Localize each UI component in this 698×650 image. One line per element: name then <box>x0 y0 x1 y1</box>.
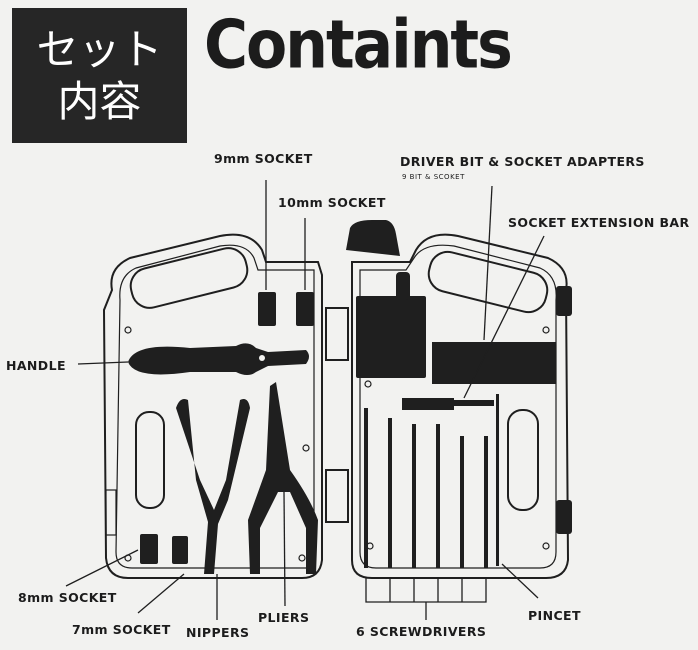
screwdrivers-shape <box>364 408 488 568</box>
driver-bit-adapters-shape <box>432 342 556 384</box>
label-nippers: NIPPERS <box>186 625 249 640</box>
case-left-half <box>102 233 323 579</box>
label-pliers: PLIERS <box>258 610 309 625</box>
socket-9mm-shape <box>258 292 276 326</box>
socket-7mm-shape <box>172 536 188 564</box>
label-pincet: PINCET <box>528 608 581 623</box>
socket-10mm-shape <box>296 292 314 326</box>
pliers-shape <box>248 382 318 574</box>
label-screwdrivers: 6 SCREWDRIVERS <box>356 624 486 639</box>
socket-extension-bar-shape <box>402 398 494 410</box>
badge-line-1: セット <box>36 24 163 74</box>
label-10mm-socket: 10mm SOCKET <box>278 195 386 210</box>
badge-line-2: 内容 <box>57 76 142 126</box>
socket-8mm-shape <box>140 534 158 564</box>
label-handle: HANDLE <box>6 358 66 373</box>
bit-holder-shape <box>356 272 426 378</box>
case-hinges <box>325 307 349 523</box>
driver-handle-shape <box>346 220 400 256</box>
label-driver-bit-sub: 9 BIT & SCOKET <box>402 173 465 181</box>
label-8mm-socket: 8mm SOCKET <box>18 590 117 605</box>
case-right-half <box>351 233 572 579</box>
label-9mm-socket: 9mm SOCKET <box>214 151 313 166</box>
nippers-shape <box>176 399 250 574</box>
pincet-shape <box>496 394 499 566</box>
label-socket-extension-bar: SOCKET EXTENSION BAR <box>508 215 690 230</box>
label-7mm-socket: 7mm SOCKET <box>72 622 171 637</box>
page-title: Containts <box>204 6 513 85</box>
set-contents-badge: セット 内容 <box>12 8 187 143</box>
leader-lines <box>65 180 545 620</box>
label-driver-bit: DRIVER BIT & SOCKET ADAPTERS <box>400 154 645 169</box>
handle-shape <box>128 343 309 375</box>
